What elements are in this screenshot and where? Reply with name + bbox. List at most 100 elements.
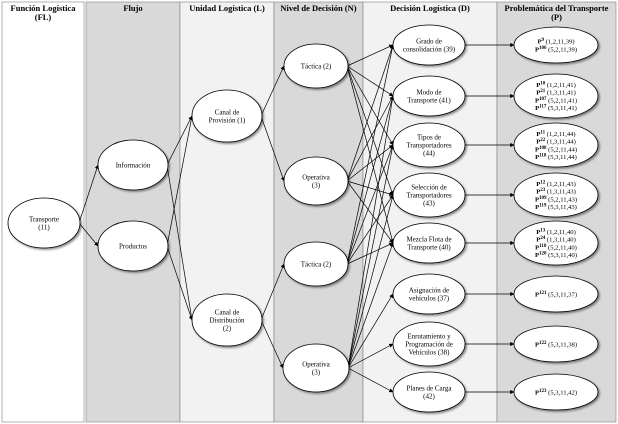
node-tactica2: Táctica (2) — [283, 241, 349, 287]
node-operativa1: Operativa(3) — [283, 156, 349, 206]
node-tactica1: Táctica (2) — [283, 43, 349, 89]
edge-distribucion-tactica2 — [260, 263, 285, 321]
problem-code-7-0: P123 (5,3,11,42) — [535, 389, 577, 397]
edge-provision-tactica1 — [260, 65, 285, 117]
node-label-operativa2: (3) — [312, 369, 321, 377]
problem-code-3-0: P12 (1,2,11,43) — [536, 181, 576, 189]
problem-code-2-3: P118 (5,3,11,44) — [535, 153, 577, 161]
problem-code-1-0: P10 (1,2,11,41) — [536, 82, 576, 90]
node-label-d2: Modo de — [416, 89, 441, 97]
edge-tactica2-d5 — [346, 242, 394, 265]
node-label-productos: Productos — [119, 243, 147, 251]
edge-tactica1-d4 — [346, 65, 394, 196]
node-label-d7: Vehículos (38) — [408, 349, 450, 357]
problem-code-6-0: P122 (5,3,11,38) — [535, 341, 577, 349]
node-productos: Productos — [97, 220, 169, 272]
node-label-d7: Enrutamiento y — [407, 333, 451, 341]
node-label-d8: (42) — [423, 393, 435, 401]
node-label-d4: Selección de — [411, 184, 447, 192]
node-label-tactica2: Táctica (2) — [301, 261, 332, 269]
edge-tactica2-d1 — [346, 44, 395, 265]
problem-node-6: P122 (5,3,11,38) — [513, 325, 599, 363]
problem-node-1: P10 (1,2,11,41)P21 (1,3,11,41)P107 (5,2,… — [513, 73, 599, 119]
edge-operativa1-d4 — [346, 180, 394, 196]
node-informacion: Información — [97, 139, 169, 191]
column-title-pt: Problemática del Transporte — [505, 3, 609, 13]
edge-operativa1-d1 — [346, 44, 394, 182]
node-shape-d6 — [392, 273, 466, 315]
edge-productos-provision — [166, 115, 194, 247]
problem-code-3-3: P119 (5,3,11,43) — [535, 203, 577, 211]
problem-node-2: P11 (1,2,11,44)P22 (1,3,11,44)P108 (5,2,… — [513, 122, 599, 168]
problem-shape-4 — [513, 220, 599, 266]
problem-shape-7 — [513, 373, 599, 411]
edge-transporte-productos — [78, 222, 99, 247]
node-label-d6: vehículos (37) — [409, 295, 450, 303]
node-label-d5: Mezcla Flota de — [406, 236, 451, 244]
edge-transporte-informacion — [78, 164, 99, 224]
edge-tactica2-d4 — [346, 194, 394, 265]
node-shape-d4 — [392, 172, 466, 218]
problem-shape-2 — [513, 122, 599, 168]
node-label-d7: Programación de — [405, 341, 453, 349]
node-label-provision: Provisión (1) — [209, 117, 246, 125]
edge-tactica2-d2 — [346, 95, 395, 265]
column-title-dl: Decisión Logística (D) — [390, 3, 470, 13]
node-shape-d1 — [392, 24, 466, 66]
node-operativa2: Operativa(3) — [282, 343, 350, 393]
column-title-fl: (FL) — [35, 12, 52, 22]
node-label-d4: Transportadores — [406, 192, 452, 200]
edge-informacion-distribucion — [166, 164, 194, 321]
problem-code-2-0: P11 (1,2,11,44) — [536, 131, 575, 139]
column-title-fl: Función Logística — [11, 3, 77, 13]
edge-tactica1-d1 — [346, 44, 394, 67]
node-shape-transporte — [7, 197, 81, 249]
edge-operativa1-d5 — [346, 180, 394, 244]
problem-code-4-3: P120 (5,3,11,40) — [535, 251, 577, 259]
problem-shape-3 — [513, 172, 599, 218]
node-shape-d5 — [392, 222, 466, 264]
node-label-transporte: Transporte — [29, 216, 59, 224]
problem-code-2-2: P108 (5,2,11,44) — [535, 146, 577, 154]
node-shape-provision — [191, 89, 263, 143]
edge-operativa2-d4 — [347, 194, 395, 369]
node-transporte: Transporte(11) — [7, 197, 81, 249]
node-label-d1: Grado de — [416, 38, 442, 46]
node-label-operativa1: Operativa — [302, 174, 330, 182]
problem-shape-6 — [513, 325, 599, 363]
problem-shape-0 — [513, 26, 599, 64]
node-label-informacion: Información — [116, 162, 151, 170]
node-label-distribucion: (2) — [223, 325, 232, 333]
problem-code-0-0: P9 (1,2,11,39) — [537, 38, 574, 46]
node-shape-d2 — [392, 75, 466, 117]
problem-code-3-1: P23 (1,3,11,43) — [536, 188, 576, 196]
edge-tactica1-d3 — [346, 65, 394, 146]
node-shape-operativa2 — [282, 343, 350, 393]
node-label-d3: (44) — [423, 150, 435, 158]
problem-code-4-1: P24 (1,3,11,40) — [536, 236, 576, 244]
edge-operativa2-d3 — [347, 144, 395, 369]
problem-node-0: P9 (1,2,11,39)P106 (5,2,11,39) — [513, 26, 599, 64]
node-label-operativa2: Operativa — [302, 361, 330, 369]
edge-operativa1-d3 — [346, 144, 394, 182]
node-shape-distribucion — [191, 293, 263, 347]
edge-informacion-provision — [166, 115, 193, 166]
edge-operativa2-d6 — [347, 293, 394, 369]
node-shape-tactica1 — [283, 43, 349, 89]
problem-code-4-0: P13 (1,2,11,40) — [536, 229, 576, 237]
node-label-d8: Planes de Carga — [407, 385, 453, 393]
edge-distribucion-operativa2 — [260, 319, 284, 369]
node-label-transporte: (11) — [38, 224, 50, 232]
problem-node-3: P12 (1,2,11,43)P23 (1,3,11,43)P109 (5,2,… — [513, 172, 599, 218]
problem-code-3-2: P109 (5,2,11,43) — [535, 196, 577, 204]
node-label-distribucion: Distribución — [210, 317, 245, 325]
column-ul — [179, 1, 275, 423]
edge-productos-distribucion — [166, 245, 193, 321]
